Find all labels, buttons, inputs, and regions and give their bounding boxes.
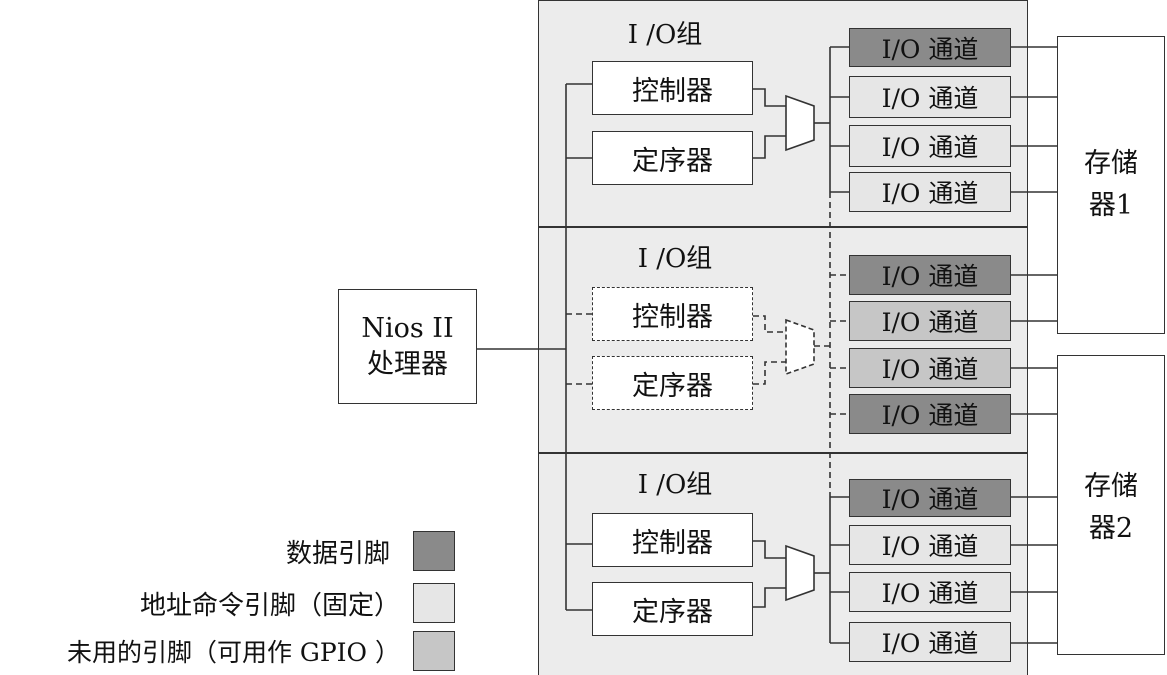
memory-2-line2: 器2 (1088, 513, 1134, 544)
processor-name: Nios II (361, 312, 454, 344)
io-channel-3-3: I/O 通道 (849, 572, 1011, 612)
io-channel-1-2: I/O 通道 (849, 76, 1011, 118)
legend-label-addr: 地址命令引脚（固定） (139, 590, 400, 621)
legend-label-unused: 未用的引脚（可用作 GPIO ） (66, 638, 400, 667)
processor-type: 处理器 (367, 348, 448, 380)
sequencer-2: 定序器 (592, 356, 753, 410)
io-channel-1-4: I/O 通道 (849, 172, 1011, 212)
memory-2-line1: 存储 (1084, 471, 1138, 502)
io-channel-2-3: I/O 通道 (849, 348, 1011, 388)
sequencer-1: 定序器 (592, 131, 753, 185)
io-group-title-1: I /O组 (627, 19, 703, 50)
io-channel-2-4: I/O 通道 (849, 394, 1011, 434)
io-channel-3-1: I/O 通道 (849, 479, 1011, 517)
io-channel-2-1: I/O 通道 (849, 255, 1011, 295)
io-channel-1-3: I/O 通道 (849, 125, 1011, 167)
sequencer-3: 定序器 (592, 582, 753, 636)
io-group-title-2: I /O组 (637, 243, 713, 274)
legend-swatch-data (413, 531, 455, 571)
nios-processor: Nios II 处理器 (338, 289, 477, 404)
legend-swatch-unused (413, 631, 455, 671)
io-channel-2-2: I/O 通道 (849, 301, 1011, 341)
legend-swatch-addr (413, 583, 455, 623)
mux-1 (785, 94, 815, 152)
memory-1-line2: 器1 (1088, 190, 1134, 221)
io-channel-3-4: I/O 通道 (849, 622, 1011, 662)
memory-1-line1: 存储 (1084, 148, 1138, 179)
io-channel-1-1: I/O 通道 (849, 28, 1011, 67)
mux-3 (785, 544, 815, 602)
memory-2: 存储 器2 (1057, 355, 1165, 655)
io-channel-3-2: I/O 通道 (849, 525, 1011, 565)
controller-3: 控制器 (592, 513, 753, 567)
io-group-title-3: I /O组 (637, 469, 713, 500)
memory-1: 存储 器1 (1057, 36, 1165, 334)
mux-2 (785, 318, 815, 376)
legend-label-data: 数据引脚 (285, 538, 390, 569)
controller-1: 控制器 (592, 61, 753, 115)
controller-2: 控制器 (592, 287, 753, 341)
